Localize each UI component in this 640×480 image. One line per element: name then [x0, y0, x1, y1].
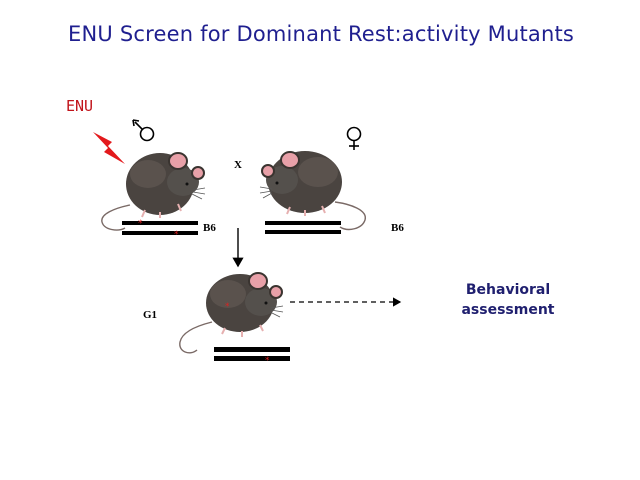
- mutation-star-icon: *: [138, 219, 143, 229]
- female-strain-label: B6: [391, 222, 404, 234]
- mutation-star-icon: *: [265, 356, 270, 366]
- mutation-star-icon: *: [174, 230, 179, 240]
- lightning-icon: [93, 132, 125, 164]
- male-mouse-icon: [101, 152, 206, 231]
- female-mouse-icon: [259, 151, 366, 231]
- female-chromosomes: [265, 221, 341, 234]
- male-chromosomes: * *: [122, 219, 198, 240]
- female-symbol-icon: [346, 126, 362, 150]
- cross-symbol: X: [234, 159, 242, 171]
- male-symbol-icon: [132, 119, 155, 142]
- g1-label: G1: [143, 309, 158, 321]
- behavioral-assessment-label: Behavioral assessment: [452, 280, 564, 320]
- enu-label: ENU: [66, 97, 94, 115]
- outcome-line-1: Behavioral: [465, 282, 551, 298]
- male-strain-label: B6: [203, 222, 216, 234]
- mutation-star-icon: *: [225, 302, 230, 312]
- g1-mouse-icon: *: [179, 272, 284, 354]
- outcome-line-2: assessment: [461, 302, 555, 318]
- slide-title: ENU Screen for Dominant Rest:activity Mu…: [68, 22, 575, 46]
- g1-chromosomes: *: [214, 347, 290, 366]
